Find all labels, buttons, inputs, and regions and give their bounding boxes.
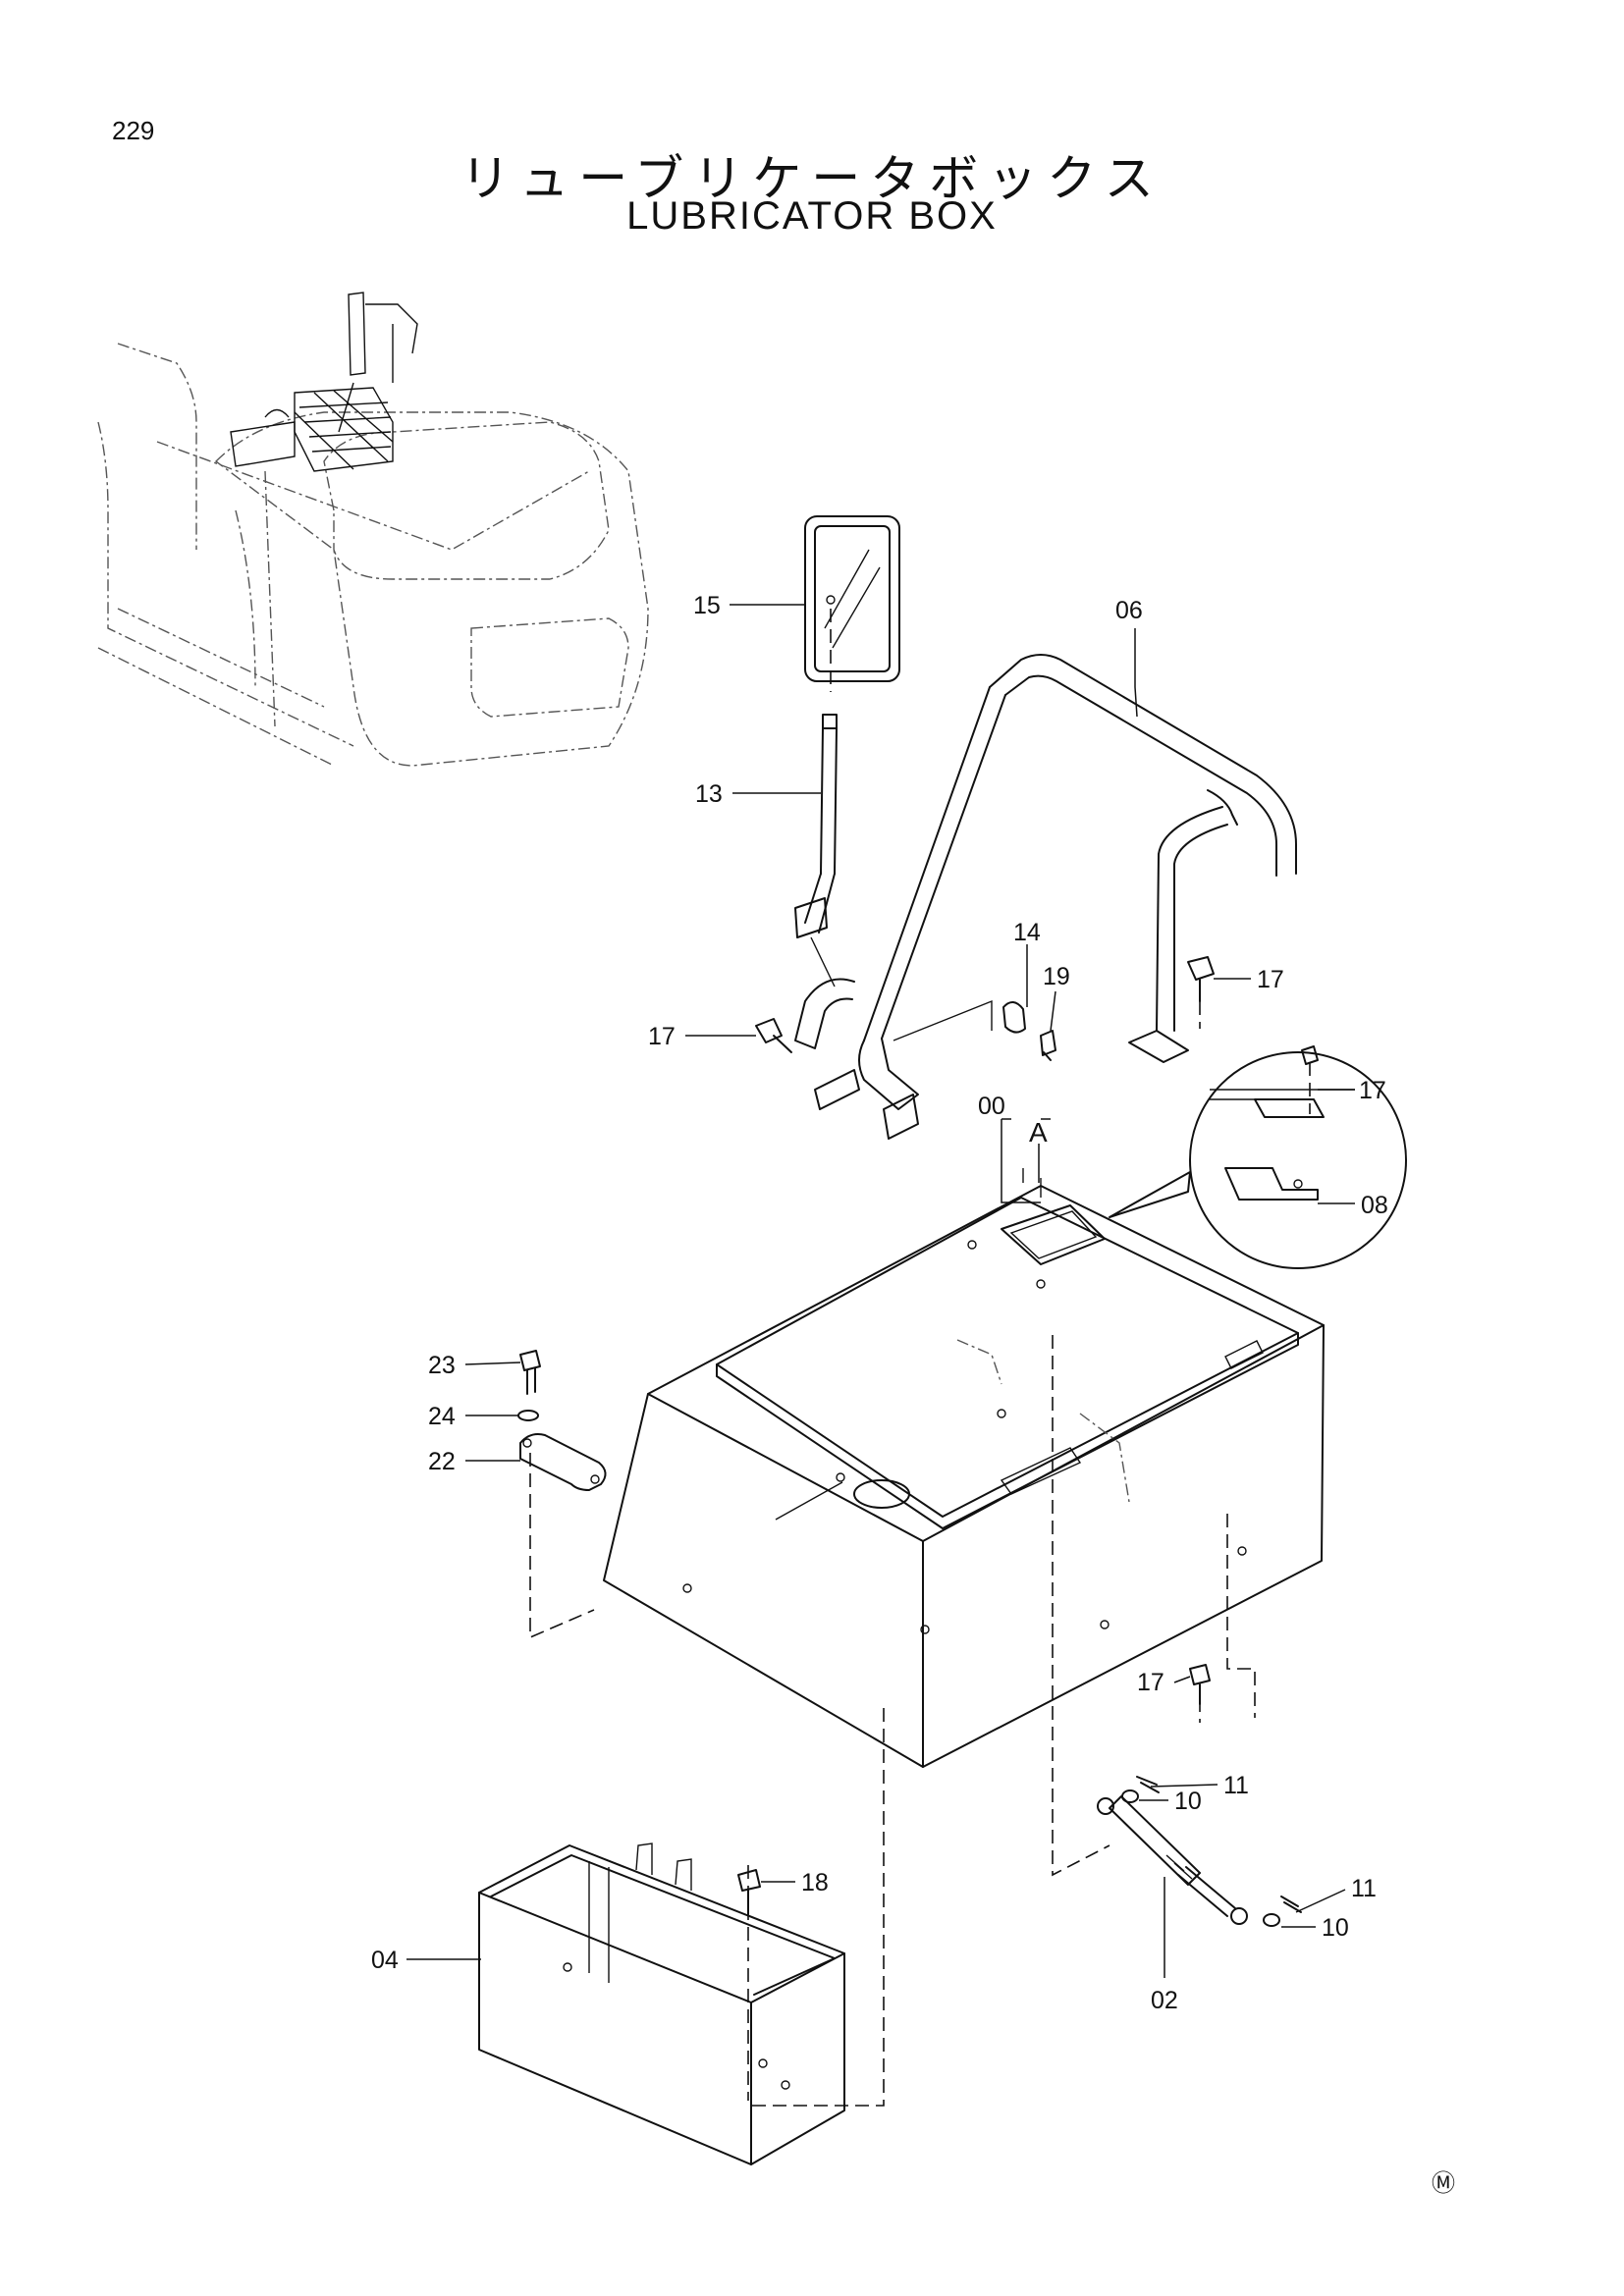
washer-10-upper [1121, 1789, 1139, 1803]
label-part-19: 19 [1043, 963, 1070, 990]
cover-22 [519, 1433, 607, 1491]
bolt-18 [737, 1869, 761, 1915]
label-part-10-upper: 10 [1174, 1788, 1202, 1815]
label-part-17-top: 17 [1257, 966, 1284, 993]
machine-overview-illustration [97, 292, 649, 767]
label-part-13: 13 [695, 780, 723, 808]
clamp-14 [1002, 1001, 1026, 1034]
label-part-06: 06 [1115, 597, 1143, 624]
bolt-17-lower [1189, 1664, 1211, 1705]
washer-24 [517, 1410, 539, 1421]
handrail-06 [794, 654, 1297, 1140]
label-part-10-lower: 10 [1322, 1914, 1349, 1942]
label-part-08: 08 [1361, 1192, 1388, 1219]
label-part-11-upper: 11 [1223, 1772, 1249, 1799]
label-part-17-detail: 17 [1359, 1077, 1386, 1104]
m-mark: Ⓜ [1432, 2170, 1455, 2197]
label-part-18: 18 [801, 1869, 829, 1896]
label-part-02: 02 [1151, 1987, 1178, 2014]
label-part-23: 23 [428, 1352, 456, 1379]
title-japanese: リューブリケータボックス [460, 150, 1164, 207]
lubricator-box-00 [603, 1168, 1325, 1768]
pin-11-upper [1136, 1776, 1160, 1793]
mirror-15 [804, 515, 900, 692]
assembly-guide-lines [529, 1335, 1256, 2107]
label-part-22: 22 [428, 1448, 456, 1475]
gas-spring-02 [1097, 1795, 1248, 1925]
label-part-17-rail: 17 [648, 1023, 676, 1050]
label-part-11-lower: 11 [1351, 1875, 1377, 1902]
label-part-14: 14 [1013, 919, 1041, 946]
label-part-00: 00 [978, 1093, 1005, 1120]
label-part-24: 24 [428, 1403, 456, 1430]
label-part-17-lower: 17 [1137, 1669, 1164, 1696]
label-part-15: 15 [693, 592, 721, 619]
label-part-04: 04 [371, 1947, 399, 1974]
detail-a-callout [1109, 1045, 1407, 1269]
detail-a-label: A [1029, 1117, 1048, 1148]
stay-13 [794, 714, 838, 988]
page-number: 229 [112, 116, 155, 145]
title-english: LUBRICATOR BOX [626, 194, 998, 238]
washer-10-lower [1263, 1913, 1280, 1927]
bolt-17-top [1187, 956, 1215, 1029]
bolt-23 [519, 1350, 541, 1395]
bolt-17-rail [755, 1018, 792, 1053]
pin-11-lower [1280, 1896, 1302, 1913]
bolt-19 [1040, 1030, 1056, 1061]
tray-04 [478, 1842, 845, 2165]
leader-lines [406, 604, 1355, 1978]
